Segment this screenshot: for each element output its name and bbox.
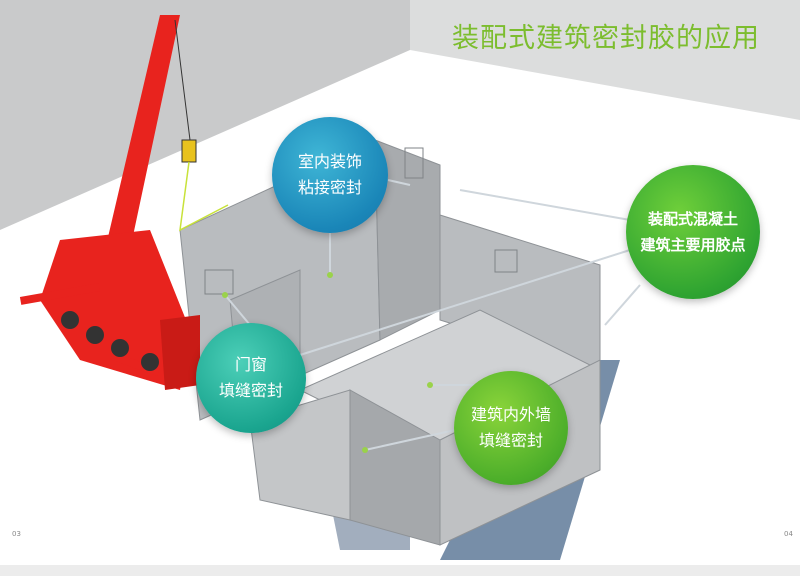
callout-line: 室内装饰 <box>297 152 362 171</box>
callout-line: 建筑内外墙 <box>470 405 551 424</box>
right-wall <box>410 0 800 120</box>
callout-line: 填缝密封 <box>218 381 283 400</box>
callout-main-sealing-points: 装配式混凝土 建筑主要用胶点 <box>626 165 760 299</box>
leader-lines <box>224 179 641 451</box>
callout-line: 粘接密封 <box>297 178 362 197</box>
callout-wall-joints: 建筑内外墙 填缝密封 <box>454 371 568 485</box>
callout-line: 填缝密封 <box>478 431 543 450</box>
callout-line: 装配式混凝土 <box>647 210 738 228</box>
left-wall <box>0 0 410 230</box>
page-number-left: 03 <box>12 530 21 538</box>
callout-window-door: 门窗 填缝密封 <box>196 323 306 433</box>
crane <box>19 15 200 390</box>
page-number-right: 04 <box>784 530 793 538</box>
page-title: 装配式建筑密封胶的应用 <box>452 23 760 54</box>
callout-interior-decoration: 室内装饰 粘接密封 <box>272 117 388 233</box>
callout-line: 门窗 <box>234 355 267 374</box>
callout-line: 建筑主要用胶点 <box>640 236 746 254</box>
